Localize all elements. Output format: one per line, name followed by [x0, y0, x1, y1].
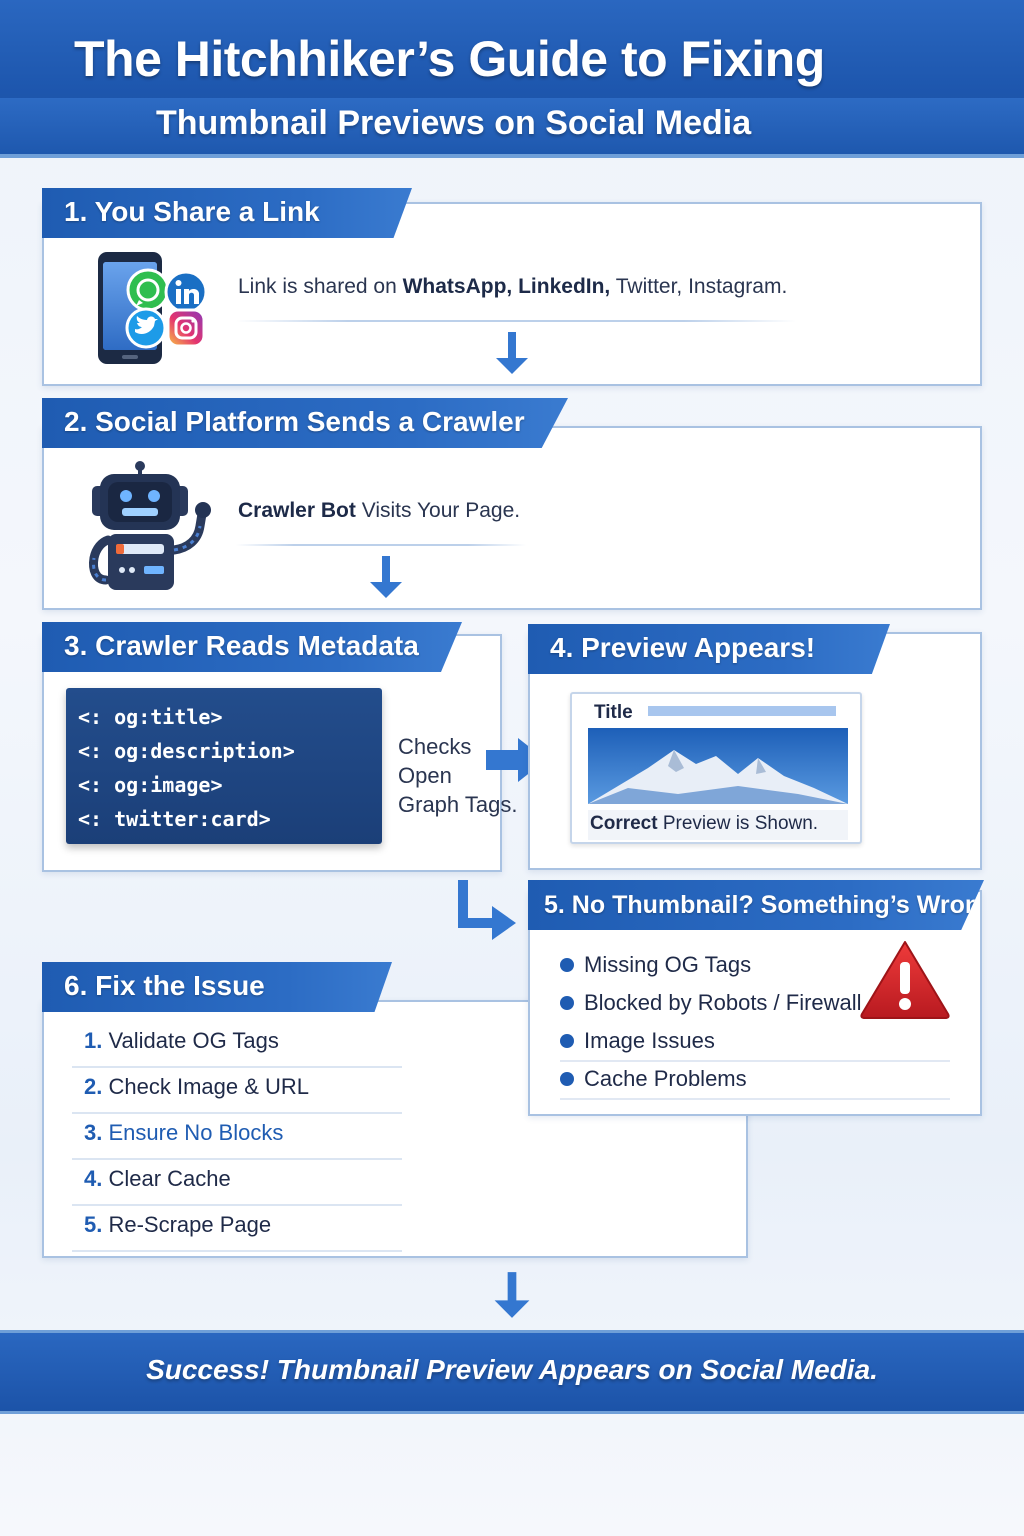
step3-heading: 3. Crawler Reads Metadata — [42, 622, 462, 672]
robot-icon — [89, 461, 211, 590]
problem-item: Missing OG Tags — [560, 948, 950, 986]
arrow-down-icon — [496, 332, 528, 374]
step3-note: Checks Open Graph Tags. — [398, 734, 518, 817]
linkedin-icon — [164, 270, 208, 314]
step2-text: Crawler Bot Visits Your Page. — [238, 499, 521, 522]
code-line-og-description: <: og:description> — [78, 739, 295, 763]
link-preview-card: Title Correct Preview is Shown. — [570, 692, 862, 844]
preview-caption: Correct Preview is Shown. — [588, 810, 848, 840]
twitter-icon — [125, 307, 167, 349]
code-line-og-image: <: og:image> — [78, 773, 223, 797]
step2-divider — [236, 544, 526, 546]
code-line-og-title: <: og:title> — [78, 705, 223, 729]
page-subtitle: Thumbnail Previews on Social Media — [156, 104, 752, 142]
problem-item: Cache Problems — [560, 1062, 950, 1100]
step4-heading: 4. Preview Appears! — [528, 624, 890, 674]
fix-item: 2. Check Image & URL — [72, 1068, 402, 1114]
fix-item: 3. Ensure No Blocks — [72, 1114, 402, 1160]
fix-item: 5. Re-Scrape Page — [72, 1206, 402, 1252]
step2-heading: 2. Social Platform Sends a Crawler — [42, 398, 568, 448]
whatsapp-icon — [126, 268, 170, 312]
preview-title: Title — [594, 702, 633, 723]
step1-text: Link is shared on WhatsApp, LinkedIn, Tw… — [238, 275, 788, 298]
problem-list: Missing OG Tags Blocked by Robots / Fire… — [560, 948, 950, 1100]
header-band — [0, 98, 1024, 154]
page-title: The Hitchhiker’s Guide to Fixing — [74, 31, 825, 87]
arrow-down-icon — [370, 556, 402, 598]
footer-banner — [0, 1330, 1024, 1414]
instagram-icon — [166, 308, 206, 348]
footer-text: Success! Thumbnail Preview Appears on So… — [146, 1354, 878, 1385]
step5-heading: 5. No Thumbnail? Something’s Wrong! — [528, 880, 984, 930]
fix-list: 1. Validate OG Tags 2. Check Image & URL… — [72, 1022, 402, 1252]
mountain-image-icon — [588, 728, 848, 804]
warning-icon — [860, 941, 950, 1019]
problem-item: Blocked by Robots / Firewall — [560, 986, 950, 1024]
problem-item: Image Issues — [560, 1024, 950, 1062]
fix-item: 1. Validate OG Tags — [72, 1022, 402, 1068]
step1-heading: 1. You Share a Link — [42, 188, 412, 238]
fix-item: 4. Clear Cache — [72, 1160, 402, 1206]
phone-icon — [98, 252, 208, 364]
step1-divider — [236, 320, 796, 322]
arrow-elbow-icon — [458, 880, 516, 940]
arrow-down-icon — [494, 1272, 530, 1318]
metadata-code-block: <: og:title> <: og:description> <: og:im… — [66, 688, 382, 844]
preview-title-bar — [648, 706, 836, 716]
code-line-twitter-card: <: twitter:card> — [78, 807, 271, 831]
step6-heading: 6. Fix the Issue — [42, 962, 392, 1012]
